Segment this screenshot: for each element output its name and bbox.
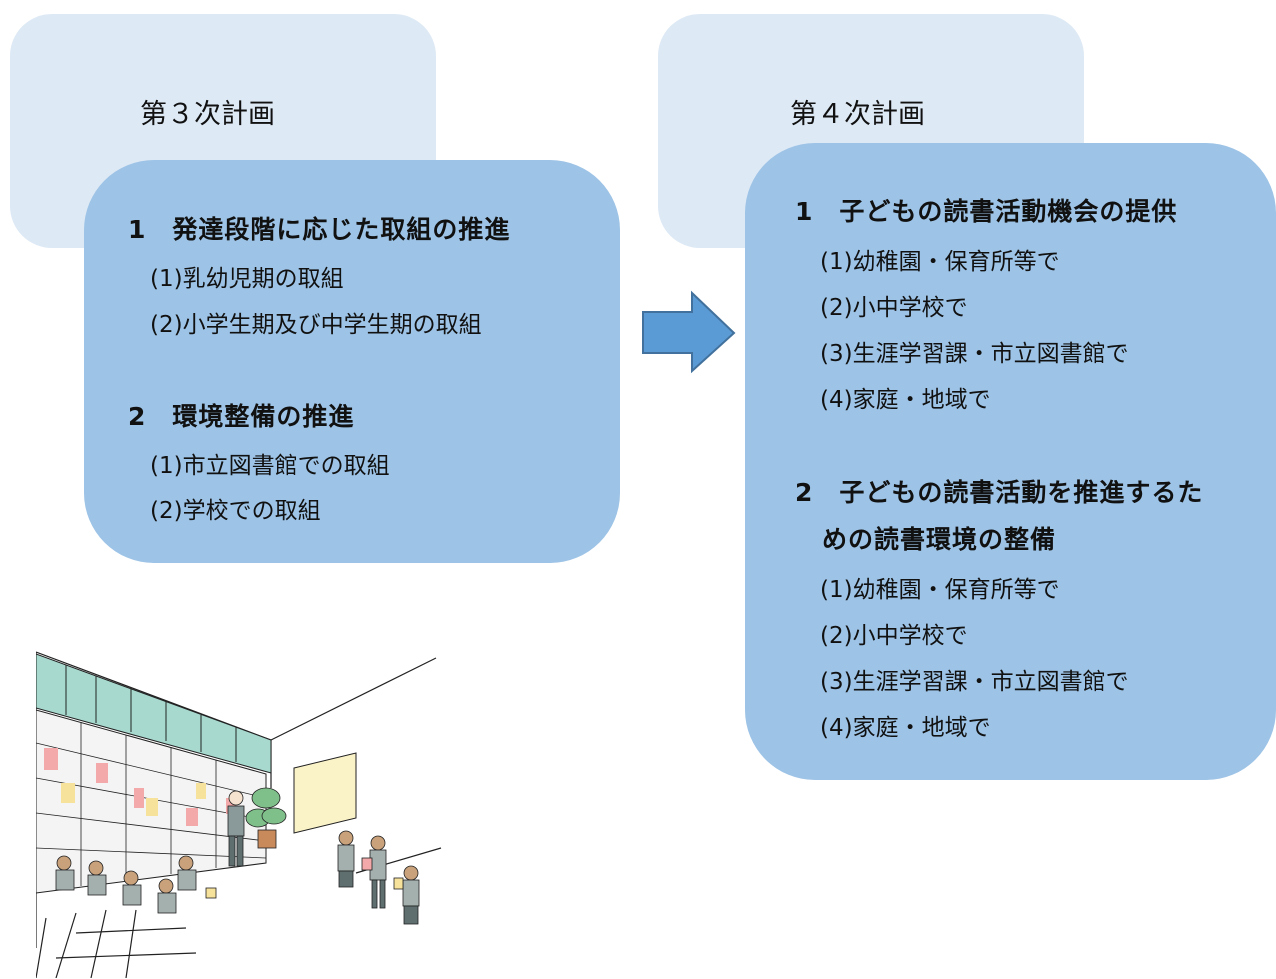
- plan-3-content-panel: [84, 160, 620, 563]
- plan-3-section-1-heading: 1 発達段階に応じた取組の推進: [128, 215, 511, 244]
- plan-4-section-2-item-4: (4)家庭・地域で: [820, 715, 991, 741]
- plan-3-section-1-item-2: (2)小学生期及び中学生期の取組: [150, 312, 482, 338]
- plan-3-title: 第３次計画: [140, 99, 275, 130]
- plan-4-content-panel: [745, 143, 1276, 780]
- plan-4-section-1-item-1: (1)幼稚園・保育所等で: [820, 249, 1060, 275]
- plan-4-section-1-item-4: (4)家庭・地域で: [820, 387, 991, 413]
- right-arrow-icon: [642, 290, 736, 374]
- plan-4-section-2-heading-line-2: めの読書環境の整備: [822, 525, 1057, 554]
- library-illustration: [36, 651, 442, 978]
- plan-4-section-2-heading-line-1: 2 子どもの読書活動を推進するた: [795, 478, 1204, 507]
- plan-4-section-2-item-1: (1)幼稚園・保育所等で: [820, 577, 1060, 603]
- plan-3-section-2-item-1: (1)市立図書館での取組: [150, 453, 390, 479]
- plan-4-section-2-item-2: (2)小中学校で: [820, 623, 968, 649]
- plan-4-section-1-item-2: (2)小中学校で: [820, 295, 968, 321]
- plan-4-section-1-item-3: (3)生涯学習課・市立図書館で: [820, 341, 1129, 367]
- plan-3-section-1-item-1: (1)乳幼児期の取組: [150, 266, 344, 292]
- plan-3-section-2-item-2: (2)学校での取組: [150, 498, 321, 524]
- plan-4-section-2-item-3: (3)生涯学習課・市立図書館で: [820, 669, 1129, 695]
- plan-4-title: 第４次計画: [790, 99, 925, 130]
- plan-3-section-2-heading: 2 環境整備の推進: [128, 402, 355, 431]
- plan-4-section-1-heading: 1 子どもの読書活動機会の提供: [795, 197, 1178, 226]
